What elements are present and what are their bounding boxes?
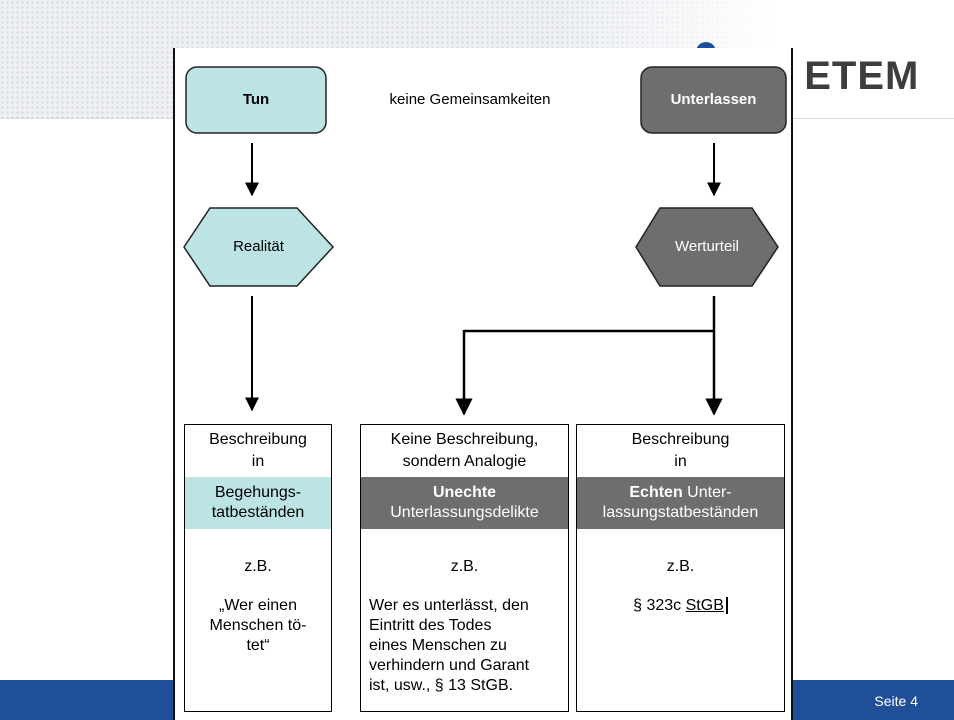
begehung-band-line-2: tatbeständen [211, 504, 305, 521]
column-begehung-example-1: „Wer einen [219, 597, 297, 614]
column-echte-zb: z.B. [666, 558, 695, 575]
column-unechte-example-2: Eintritt des Todes [369, 617, 492, 634]
column-unechte [360, 424, 569, 712]
begehung-band-line-1: Begehungs- [214, 484, 302, 501]
column-unechte-head-2: sondern Analogie [402, 453, 527, 470]
column-echte-example-prefix: § 323c [633, 597, 686, 614]
stgb-link[interactable]: StGB [685, 597, 728, 614]
tun-node [185, 66, 327, 134]
column-echte-example: § 323c StGB [576, 596, 785, 616]
column-begehung-head-2: in [251, 453, 265, 470]
begehung-band: Begehungs- tatbeständen [185, 477, 331, 529]
column-begehung-head-1: Beschreibung [209, 431, 307, 448]
unterlassen-label: Unterlassen [670, 91, 757, 108]
unechte-band-bold: Unechte [432, 484, 497, 501]
echte-band-bold: Echten [629, 484, 683, 501]
column-unechte-example-1: Wer es unterlässt, den [369, 597, 529, 614]
column-unechte-example-4: verhindern und Garant [369, 657, 530, 674]
realitaet-hexagon [183, 207, 335, 287]
column-echte [576, 424, 785, 712]
column-echte-head-2: in [674, 453, 687, 470]
werturteil-label: Werturteil [675, 238, 739, 255]
column-begehung-example-2: Menschen tö- [209, 617, 307, 634]
column-unechte-head-1: Keine Beschreibung, [390, 431, 539, 448]
tun-label: Tun [242, 91, 270, 108]
gemeinsamkeiten-text: keine Gemeinsamkeiten [389, 91, 551, 108]
page-number: Seite 4 [874, 693, 918, 709]
column-unechte-example-5: ist, usw., § 13 StGB. [369, 677, 514, 694]
column-echte-head-1: Beschreibung [631, 431, 730, 448]
column-begehung-zb: z.B. [244, 558, 272, 575]
echte-band-rest-1: Unter- [682, 484, 732, 501]
echte-band-line-1: Echten Unter- [629, 483, 731, 503]
column-begehung-example-3: tet“ [246, 637, 270, 654]
unterlassen-node [640, 66, 787, 134]
column-unechte-example-3: eines Menschen zu [369, 637, 507, 654]
unechte-band: Unechte Unterlassungsdelikte [361, 477, 568, 529]
echte-band: Echten Unter- lassungstatbeständen [577, 477, 784, 529]
column-begehung [184, 424, 332, 712]
werturteil-hexagon [635, 207, 779, 287]
column-unechte-zb: z.B. [450, 558, 479, 575]
unechte-band-rest: Unterlassungsdelikte [390, 504, 539, 521]
echte-band-rest-2: lassungstatbeständen [602, 504, 759, 521]
realitaet-label: Realität [233, 238, 284, 255]
